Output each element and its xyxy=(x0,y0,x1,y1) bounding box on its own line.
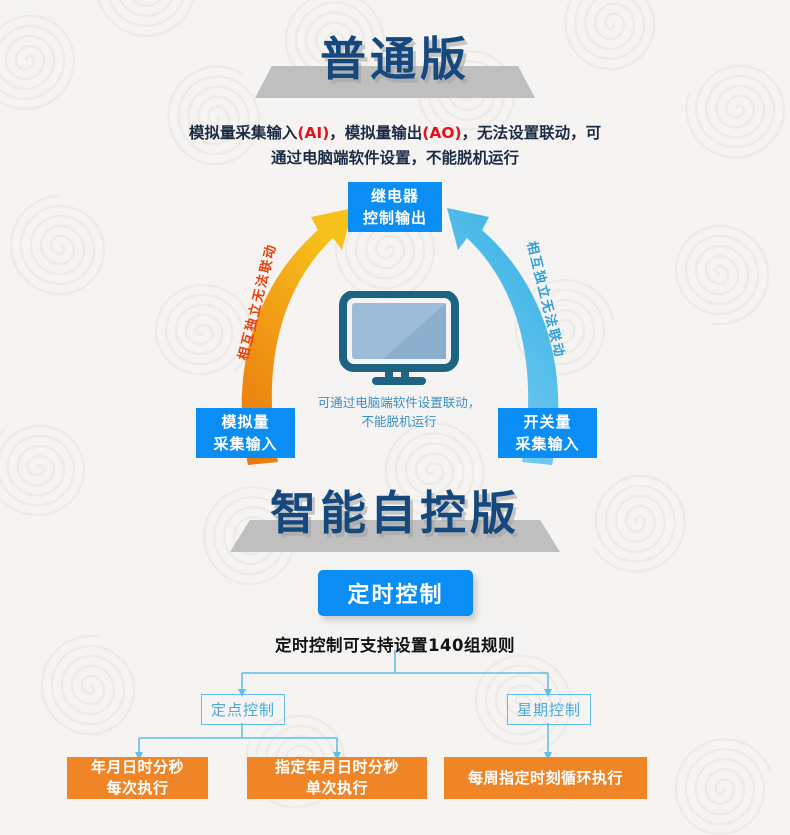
leaf-box-single-execute[interactable]: 指定年月日时分秒 单次执行 xyxy=(247,757,427,799)
rule-description: 定时控制可支持设置140组规则 xyxy=(275,636,515,655)
standard-description-line1: 模拟量采集输入(AI)，模拟量输出(AO)，无法设置联动，可 xyxy=(0,121,790,146)
branch-box-fixed-time[interactable]: 定点控制 xyxy=(201,694,285,725)
standard-banner-title: 普通版 xyxy=(320,32,470,86)
desc-suffix: ，无法设置联动，可 xyxy=(461,124,602,142)
analog-input-line1: 模拟量 xyxy=(221,413,270,431)
leaf-box-weekly-execute[interactable]: 每周指定时刻循环执行 xyxy=(444,757,647,799)
desc-prefix: 模拟量采集输入 xyxy=(188,124,298,142)
leaf-single-line1: 指定年月日时分秒 xyxy=(274,758,399,776)
smart-banner-title: 智能自控版 xyxy=(270,486,520,540)
leaf-single-line2: 单次执行 xyxy=(305,779,368,797)
relay-output-box[interactable]: 继电器 控制输出 xyxy=(348,182,442,232)
standard-banner: 普通版 xyxy=(0,28,790,98)
leaf-weekly-line1: 每周指定时刻循环执行 xyxy=(467,768,623,787)
relay-output-line1: 继电器 xyxy=(370,187,419,205)
desc-ai-tag: (AI) xyxy=(297,124,330,142)
center-note-line2: 不能脱机运行 xyxy=(361,414,437,429)
center-note: 可通过电脑端软件设置联动， 不能脱机运行 xyxy=(289,393,509,431)
digital-input-line2: 采集输入 xyxy=(515,435,580,453)
leaf-repeat-line2: 每次执行 xyxy=(106,779,169,797)
digital-input-box[interactable]: 开关量 采集输入 xyxy=(498,408,597,458)
monitor-icon xyxy=(339,291,459,385)
digital-input-line1: 开关量 xyxy=(523,413,572,431)
leaf-box-repeat-execute[interactable]: 年月日时分秒 每次执行 xyxy=(67,757,208,799)
analog-input-line2: 采集输入 xyxy=(213,435,278,453)
center-note-line1: 可通过电脑端软件设置联动， xyxy=(317,395,481,410)
desc-mid: ，模拟量输出 xyxy=(329,124,423,142)
relay-output-line2: 控制输出 xyxy=(362,209,427,227)
analog-input-box[interactable]: 模拟量 采集输入 xyxy=(196,408,295,458)
leaf-repeat-line1: 年月日时分秒 xyxy=(90,758,184,776)
branch-box-weekly[interactable]: 星期控制 xyxy=(507,694,591,725)
standard-description-line2: 通过电脑端软件设置，不能脱机运行 xyxy=(270,149,519,167)
desc-ao-tag: (AO) xyxy=(422,124,462,142)
standard-description: 模拟量采集输入(AI)，模拟量输出(AO)，无法设置联动，可 通过电脑端软件设置… xyxy=(0,121,790,171)
smart-banner: 智能自控版 xyxy=(0,482,790,552)
timer-control-box[interactable]: 定时控制 xyxy=(318,570,473,616)
